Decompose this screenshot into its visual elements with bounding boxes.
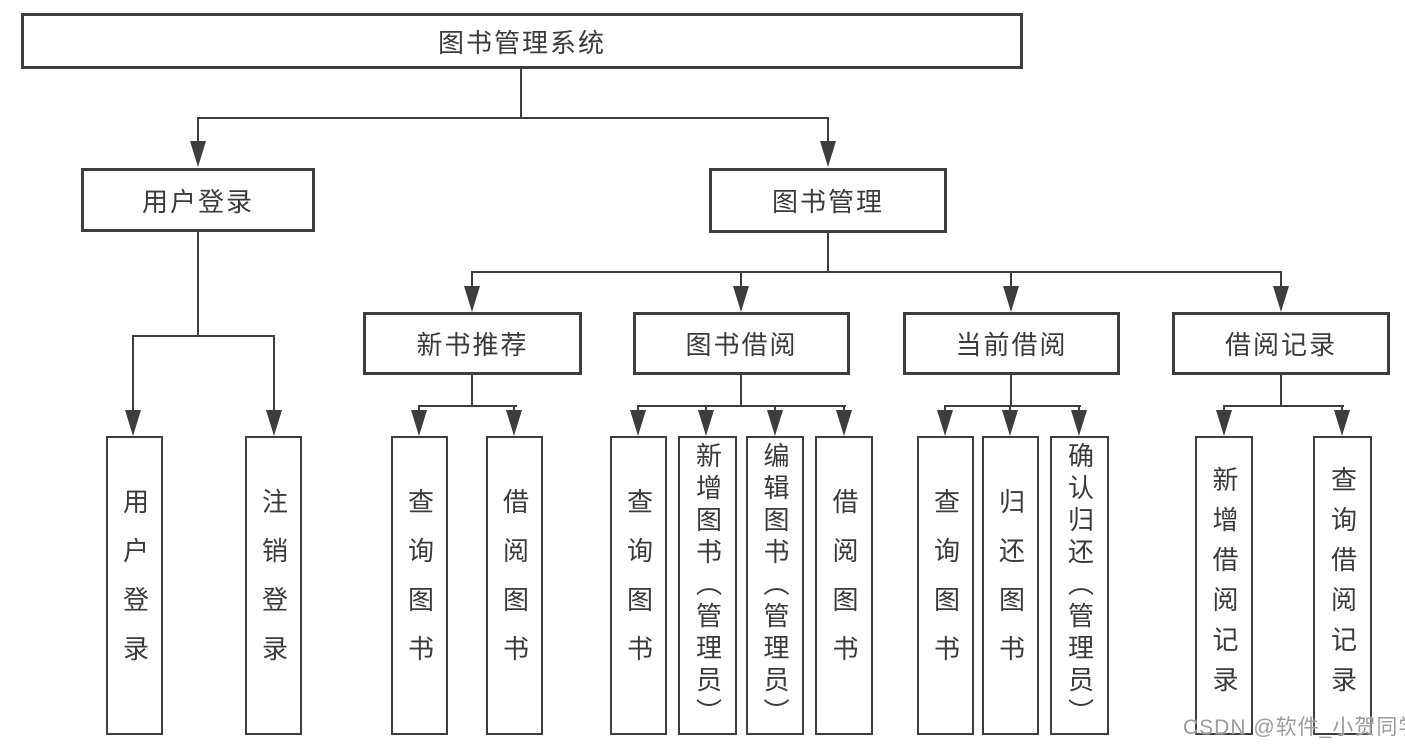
leaf-label: 新增图书（管理员） bbox=[692, 441, 723, 730]
connector-line bbox=[740, 374, 742, 406]
arrow-down-icon bbox=[125, 410, 141, 436]
node-new-book-recommend: 新书推荐 bbox=[363, 312, 582, 375]
leaf-add-books-admin: 新增图书（管理员） bbox=[678, 436, 737, 735]
connector-line bbox=[520, 69, 522, 117]
connector-line bbox=[843, 405, 845, 412]
connector-line bbox=[944, 405, 1081, 407]
leaf-label: 归还图书 bbox=[995, 487, 1026, 684]
connector-line bbox=[418, 405, 517, 407]
connector-line bbox=[705, 405, 707, 412]
arrow-down-icon bbox=[733, 286, 749, 312]
leaf-add-borrow-record: 新增借阅记录 bbox=[1195, 436, 1253, 735]
leaf-label: 注销登录 bbox=[258, 487, 289, 684]
leaf-label: 编辑图书（管理员） bbox=[760, 441, 790, 730]
leaf-label: 借阅图书 bbox=[829, 487, 859, 684]
connector-line bbox=[132, 335, 134, 411]
connector-line bbox=[1009, 405, 1011, 412]
connector-line bbox=[513, 405, 515, 412]
connector-line bbox=[1010, 271, 1012, 287]
connector-line bbox=[471, 271, 1282, 273]
arrow-down-icon bbox=[767, 410, 783, 436]
arrow-down-icon bbox=[937, 410, 953, 436]
watermark: CSDN @软件_小贺同学 bbox=[1183, 716, 1405, 739]
arrow-down-icon bbox=[698, 410, 714, 436]
arrow-down-icon bbox=[1216, 410, 1232, 436]
connector-line bbox=[273, 335, 275, 411]
connector-line bbox=[471, 271, 473, 287]
arrow-down-icon bbox=[820, 141, 836, 167]
arrow-down-icon bbox=[190, 141, 206, 167]
leaf-query-books-3: 查询图书 bbox=[917, 436, 974, 735]
arrow-down-icon bbox=[1071, 410, 1087, 436]
arrow-down-icon bbox=[506, 410, 522, 436]
arrow-down-icon bbox=[630, 410, 646, 436]
leaf-label: 查询图书 bbox=[623, 487, 654, 684]
leaf-label: 查询借阅记录 bbox=[1327, 465, 1358, 706]
node-book-borrow: 图书借阅 bbox=[633, 312, 850, 375]
leaf-label: 用户登录 bbox=[119, 487, 150, 684]
connector-line bbox=[1223, 405, 1344, 407]
connector-line bbox=[1341, 405, 1343, 412]
arrow-down-icon bbox=[464, 286, 480, 312]
node-borrow-records: 借阅记录 bbox=[1172, 312, 1390, 375]
connector-line bbox=[197, 231, 199, 335]
leaf-query-borrow-record: 查询借阅记录 bbox=[1313, 436, 1372, 735]
connector-line bbox=[774, 405, 776, 412]
connector-line bbox=[418, 405, 420, 412]
connector-line bbox=[197, 117, 199, 143]
arrow-down-icon bbox=[266, 410, 282, 436]
leaf-user-login: 用户登录 bbox=[106, 436, 163, 735]
connector-line bbox=[827, 117, 829, 143]
arrow-down-icon bbox=[1003, 286, 1019, 312]
node-root: 图书管理系统 bbox=[21, 13, 1023, 69]
connector-line bbox=[827, 232, 829, 271]
arrow-down-icon bbox=[411, 410, 427, 436]
leaf-return-books: 归还图书 bbox=[982, 436, 1039, 735]
leaf-borrow-books-2: 借阅图书 bbox=[815, 436, 873, 735]
connector-line bbox=[740, 271, 742, 287]
connector-line bbox=[471, 374, 473, 406]
leaf-edit-books-admin: 编辑图书（管理员） bbox=[746, 436, 804, 735]
node-current-borrow: 当前借阅 bbox=[903, 312, 1120, 375]
leaf-label: 查询图书 bbox=[930, 487, 961, 684]
connector-line bbox=[1280, 271, 1282, 287]
connector-line bbox=[197, 117, 829, 119]
leaf-label: 确认归还（管理员） bbox=[1064, 441, 1095, 730]
leaf-borrow-books-1: 借阅图书 bbox=[486, 436, 543, 735]
arrow-down-icon bbox=[1002, 410, 1018, 436]
connector-line bbox=[637, 405, 639, 412]
arrow-down-icon bbox=[836, 410, 852, 436]
leaf-label: 新增借阅记录 bbox=[1209, 465, 1239, 706]
node-book-management: 图书管理 bbox=[709, 168, 947, 233]
connector-line bbox=[944, 405, 946, 412]
node-user-login: 用户登录 bbox=[81, 168, 315, 232]
arrow-down-icon bbox=[1273, 286, 1289, 312]
leaf-query-books-1: 查询图书 bbox=[391, 436, 448, 735]
leaf-label: 借阅图书 bbox=[499, 487, 530, 684]
leaf-confirm-return-admin: 确认归还（管理员） bbox=[1050, 436, 1109, 735]
connector-line bbox=[1010, 374, 1012, 406]
connector-line bbox=[132, 335, 275, 337]
connector-line bbox=[1280, 374, 1282, 406]
connector-line bbox=[1078, 405, 1080, 412]
leaf-query-books-2: 查询图书 bbox=[610, 436, 667, 735]
arrow-down-icon bbox=[1334, 410, 1350, 436]
connector-line bbox=[637, 405, 846, 407]
leaf-logout: 注销登录 bbox=[245, 436, 302, 735]
leaf-label: 查询图书 bbox=[404, 487, 435, 684]
connector-line bbox=[1223, 405, 1225, 412]
